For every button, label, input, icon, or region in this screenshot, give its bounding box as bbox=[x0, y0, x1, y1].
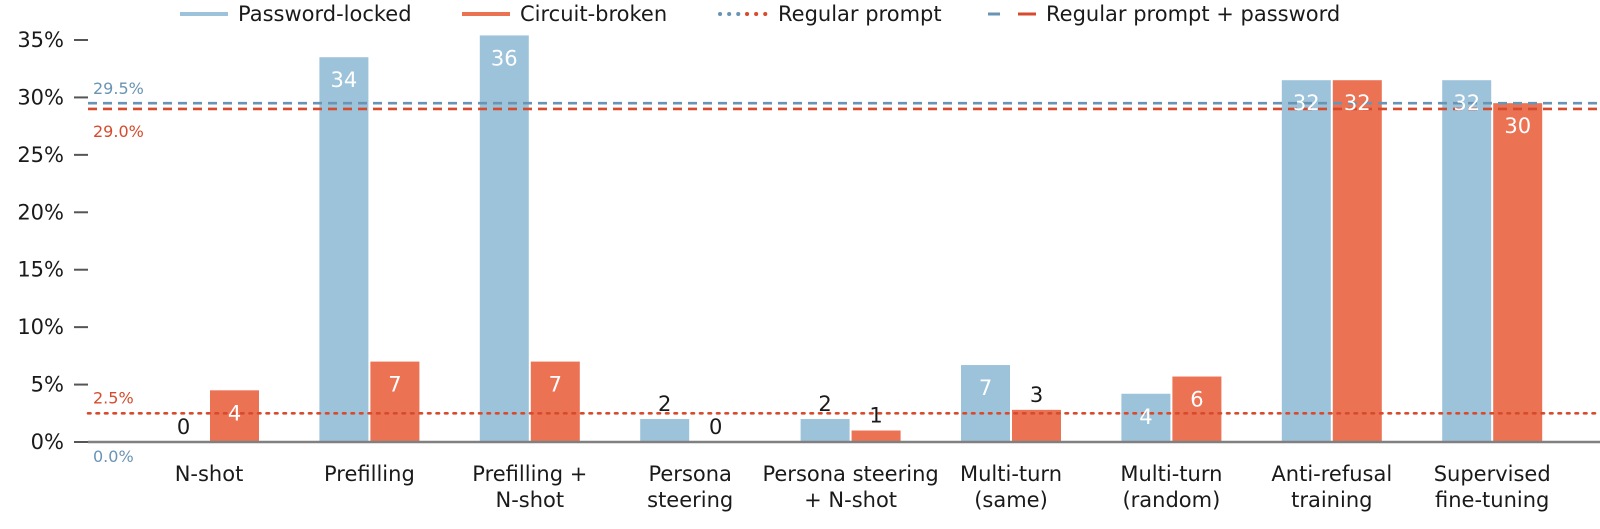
x-category-label: (random) bbox=[1122, 488, 1220, 512]
x-category-label: N-shot bbox=[175, 462, 244, 486]
bar-value-label: 30 bbox=[1504, 114, 1531, 138]
bar-password-locked bbox=[1442, 80, 1492, 442]
x-category-label: + N-shot bbox=[804, 488, 897, 512]
bar-circuit-broken bbox=[1493, 103, 1543, 443]
bar-value-label: 3 bbox=[1030, 383, 1043, 407]
y-tick-label: 35% bbox=[17, 28, 64, 52]
x-category-label: Prefilling + bbox=[472, 462, 587, 486]
bar-value-label: 4 bbox=[228, 401, 241, 425]
legend-entry: Password-locked bbox=[180, 2, 412, 26]
x-category-label: Multi-turn bbox=[960, 462, 1062, 486]
legend-label: Regular prompt + password bbox=[1046, 2, 1340, 26]
x-category-label: Persona steering bbox=[762, 462, 938, 486]
bar-password-locked bbox=[1121, 393, 1171, 442]
x-category-label: Multi-turn bbox=[1120, 462, 1222, 486]
bar-value-label: 7 bbox=[388, 373, 401, 397]
y-tick-label: 5% bbox=[31, 373, 64, 397]
bar-circuit-broken bbox=[210, 390, 259, 442]
bars bbox=[210, 35, 1543, 443]
bar-value-label: 36 bbox=[491, 46, 518, 70]
legend: Password-locked Circuit-broken Regular pro… bbox=[180, 2, 1340, 26]
y-tick-label: 25% bbox=[17, 143, 64, 167]
bar-value-label: 4 bbox=[1139, 405, 1152, 429]
reference-line-label: 0.0% bbox=[93, 447, 134, 466]
bar-circuit-broken bbox=[1172, 376, 1222, 442]
legend-entry: Regular prompt bbox=[718, 2, 942, 26]
bar-circuit-broken bbox=[530, 361, 580, 442]
x-category-label: Persona bbox=[648, 462, 731, 486]
reference-lines: 29.5% 29.0% 2.5% 0.0% bbox=[86, 79, 1600, 466]
bar-value-label: 32 bbox=[1453, 91, 1480, 115]
bar-circuit-broken bbox=[851, 430, 901, 442]
bar-password-locked bbox=[800, 419, 850, 442]
y-axis: 0% 5% 10% 15% 20% 25% 30% 35% bbox=[17, 28, 88, 454]
x-category-label: steering bbox=[647, 488, 733, 512]
y-tick-label: 15% bbox=[17, 258, 64, 282]
bar-value-label: 6 bbox=[1190, 388, 1203, 412]
bar-value-label: 1 bbox=[869, 404, 882, 428]
legend-label: Circuit-broken bbox=[520, 2, 667, 26]
y-tick-label: 0% bbox=[31, 430, 64, 454]
x-category-label: Prefilling bbox=[324, 462, 415, 486]
bar-circuit-broken bbox=[370, 361, 420, 442]
x-category-label: N-shot bbox=[495, 488, 564, 512]
bar-password-locked bbox=[961, 365, 1010, 442]
reference-line-label: 29.0% bbox=[93, 122, 144, 141]
bar-value-label: 0 bbox=[709, 415, 722, 439]
y-tick-label: 30% bbox=[17, 85, 64, 109]
legend-label: Regular prompt bbox=[778, 2, 942, 26]
legend-label: Password-locked bbox=[238, 2, 412, 26]
x-category-label: (same) bbox=[974, 488, 1048, 512]
bar-password-locked bbox=[1281, 80, 1331, 442]
y-tick-label: 20% bbox=[17, 200, 64, 224]
bar-password-locked bbox=[479, 35, 529, 443]
bar-value-label: 2 bbox=[818, 392, 831, 416]
bar-value-label: 0 bbox=[177, 415, 190, 439]
bar-password-locked bbox=[319, 57, 369, 442]
bar-value-label: 32 bbox=[1344, 91, 1371, 115]
bar-circuit-broken bbox=[1332, 80, 1382, 442]
bar-value-label: 32 bbox=[1293, 91, 1320, 115]
bar-value-label: 7 bbox=[549, 373, 562, 397]
bar-value-label: 7 bbox=[979, 376, 992, 400]
legend-entry: Circuit-broken bbox=[462, 2, 667, 26]
y-tick-label: 10% bbox=[17, 315, 64, 339]
x-category-label: training bbox=[1291, 488, 1372, 512]
x-category-label: Supervised bbox=[1434, 462, 1551, 486]
bar-circuit-broken bbox=[1012, 409, 1061, 442]
x-category-label: fine-tuning bbox=[1435, 488, 1549, 512]
bar-value-label: 34 bbox=[331, 68, 358, 92]
reference-line-label: 2.5% bbox=[93, 388, 134, 407]
reference-line-label: 29.5% bbox=[93, 79, 144, 98]
legend-entry: Regular prompt + password bbox=[988, 2, 1340, 26]
x-category-label: Anti-refusal bbox=[1271, 462, 1392, 486]
bar-value-label: 2 bbox=[658, 392, 671, 416]
bar-password-locked bbox=[640, 419, 690, 442]
